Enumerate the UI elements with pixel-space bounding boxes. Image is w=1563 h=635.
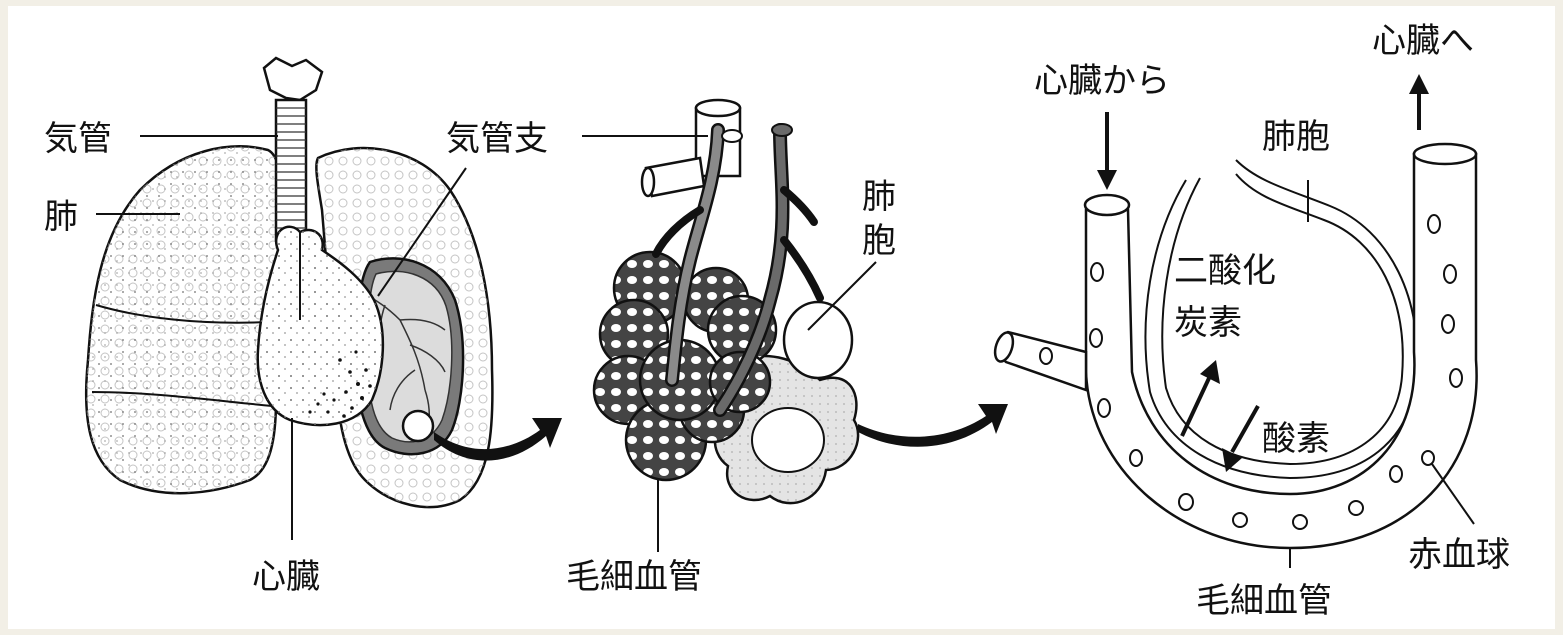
label-trachea: 気管 bbox=[44, 119, 112, 159]
label-capillary-middle: 毛細血管 bbox=[566, 557, 702, 597]
label-heart: 心臓 bbox=[252, 557, 320, 597]
label-capillary-right: 毛細血管 bbox=[1196, 581, 1332, 621]
label-co2-line2: 炭素 bbox=[1174, 303, 1242, 343]
arrow-alveoli-to-capillary bbox=[858, 404, 1008, 447]
label-lung: 肺 bbox=[44, 197, 78, 237]
alveoli-cluster bbox=[594, 100, 858, 503]
label-bronchus: 気管支 bbox=[446, 119, 548, 159]
label-alveolus-right: 肺胞 bbox=[1262, 117, 1330, 157]
label-to-heart: 心臓へ bbox=[1372, 21, 1474, 61]
label-alveolus-bottom: 胞 bbox=[862, 221, 896, 261]
label-alveolus-top: 肺 bbox=[862, 177, 896, 217]
lungs-illustration bbox=[86, 58, 492, 507]
label-red-blood-cell: 赤血球 bbox=[1408, 535, 1510, 575]
label-oxygen: 酸素 bbox=[1262, 419, 1330, 459]
label-from-heart: 心臓から bbox=[1034, 61, 1170, 101]
label-co2-line1: 二酸化 bbox=[1174, 251, 1276, 291]
magnify-circle bbox=[403, 411, 433, 441]
